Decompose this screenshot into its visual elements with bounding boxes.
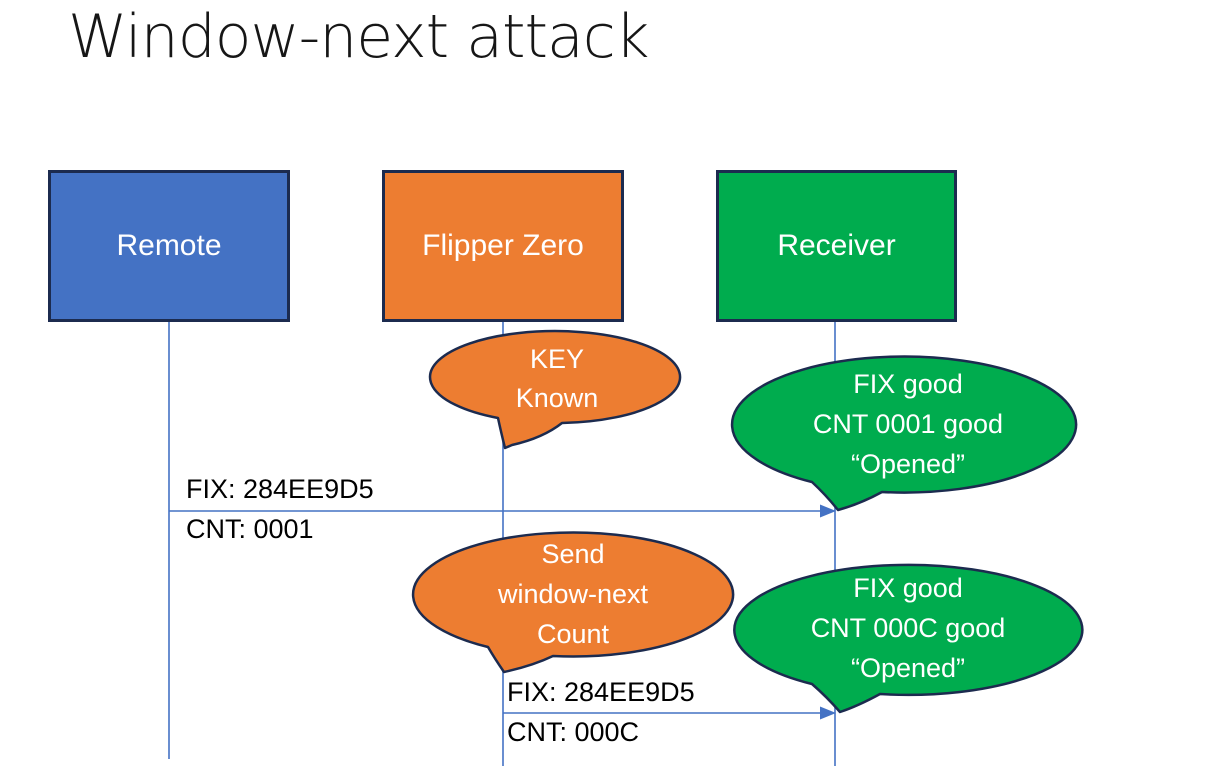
actor-label-flipper-zero: Flipper Zero: [422, 229, 584, 262]
actor-box-receiver: Receiver: [716, 170, 957, 322]
message-1-label-cnt: CNT: 0001: [186, 514, 314, 544]
message-2-label-cnt: CNT: 000C: [507, 717, 640, 747]
actor-label-receiver: Receiver: [777, 229, 896, 262]
actor-box-flipper-zero: Flipper Zero: [382, 170, 624, 322]
callout-bubble-key-known: [428, 329, 682, 450]
actor-label-remote: Remote: [116, 229, 222, 262]
message-1-label-fix: FIX: 284EE9D5: [186, 474, 374, 504]
arrowhead-message-2: [820, 706, 836, 720]
arrowhead-message-1: [820, 504, 836, 518]
page-title: Window-next attack: [68, 2, 650, 72]
callout-bubble-send-window-next: [411, 531, 735, 674]
callout-bubble-opened-2: [733, 563, 1084, 714]
message-2-label-fix: FIX: 284EE9D5: [507, 677, 695, 707]
actor-box-remote: Remote: [48, 170, 290, 322]
callout-bubble-opened-1: [730, 355, 1078, 512]
